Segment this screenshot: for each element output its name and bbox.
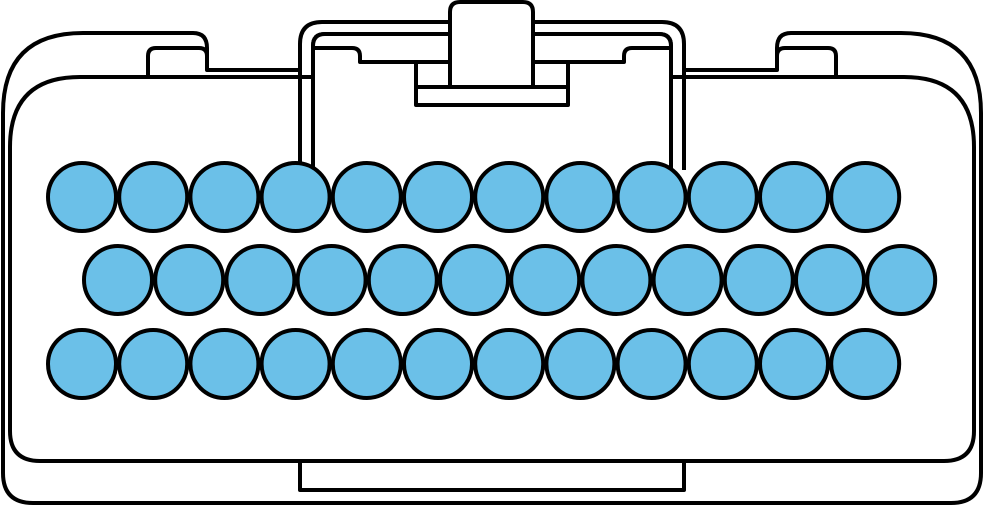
pin-r3-12 — [829, 328, 902, 400]
pin-r2-5 — [366, 244, 439, 316]
pin-r2-11 — [794, 244, 866, 316]
pin-r1-1 — [46, 161, 118, 233]
pin-r3-8 — [544, 328, 617, 400]
pin-r3-2 — [117, 328, 190, 400]
pin-r3-4 — [259, 328, 332, 400]
pin-r2-8 — [580, 244, 653, 316]
pin-r3-3 — [188, 328, 261, 400]
pin-r1-4 — [259, 161, 332, 233]
pin-r3-6 — [402, 328, 474, 400]
pin-r2-10 — [722, 244, 795, 316]
pin-r2-3 — [224, 244, 297, 316]
pin-r1-8 — [544, 161, 617, 233]
right-notch — [775, 46, 838, 77]
pin-r2-6 — [438, 244, 510, 316]
pin-r1-11 — [758, 161, 830, 233]
pin-r2-1 — [82, 244, 154, 316]
pin-r1-9 — [615, 161, 688, 233]
pin-r1-12 — [829, 161, 902, 233]
pin-r2-7 — [509, 244, 582, 316]
pin-r1-5 — [330, 161, 403, 233]
pin-r2-9 — [651, 244, 724, 316]
pin-r3-10 — [686, 328, 759, 400]
pin-r2-12 — [865, 244, 938, 316]
pin-r1-6 — [402, 161, 474, 233]
left-notch — [146, 46, 209, 77]
pin-r2-2 — [153, 244, 226, 316]
pin-r1-2 — [117, 161, 190, 233]
pin-r3-9 — [615, 328, 688, 400]
pin-r1-3 — [188, 161, 261, 233]
pin-r2-4 — [295, 244, 368, 316]
pin-array — [46, 161, 938, 400]
pin-r1-7 — [473, 161, 546, 233]
pin-r3-1 — [46, 328, 118, 400]
pin-r3-7 — [473, 328, 546, 400]
pin-r3-11 — [758, 328, 830, 400]
latch-tab — [448, 0, 535, 89]
pin-r1-10 — [686, 161, 759, 233]
pin-r3-5 — [330, 328, 403, 400]
